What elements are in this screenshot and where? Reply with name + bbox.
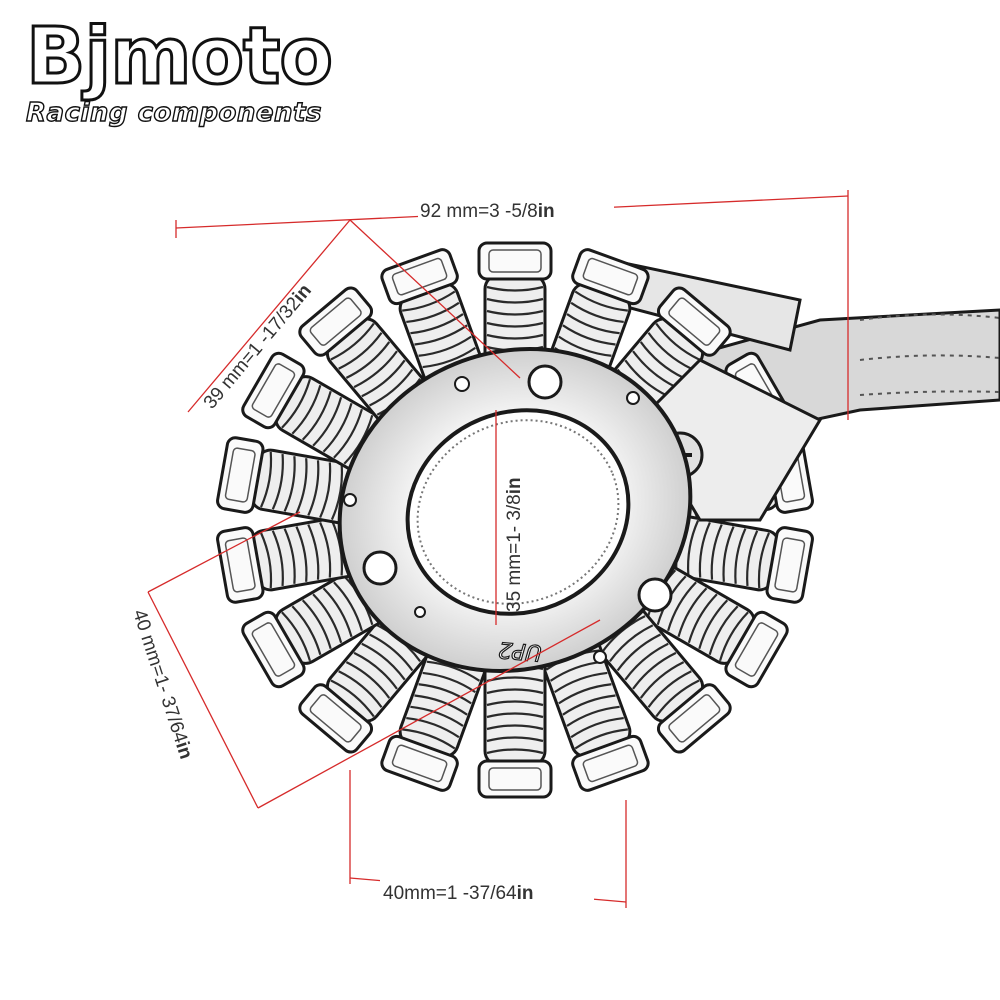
dim-line-height-left (147, 591, 259, 809)
dim-label-height-left: 40 mm=1- 37/64in (128, 607, 196, 762)
mounting-holes (343, 364, 673, 664)
dim-label-width-bottom: 40mm=1 -37/64in (383, 883, 534, 904)
brand-name: Bjmoto (25, 12, 335, 102)
brand-logo: Bjmoto Racing components (25, 12, 335, 129)
brand-tagline: Racing components (25, 97, 322, 128)
dim-tick (257, 619, 601, 809)
stator-hub: UP2 (337, 347, 693, 673)
dim-line-diagonal-edge (187, 219, 351, 413)
center-bore (405, 408, 631, 616)
dim-label-bore: 35 mm=1- 3/8in (504, 477, 525, 612)
part-marking: UP2 (497, 636, 542, 665)
dim-tick (147, 511, 301, 593)
dim-label-width-top: 92 mm=3 -5/8in (420, 201, 555, 222)
dim-line-diagonal (349, 219, 521, 379)
